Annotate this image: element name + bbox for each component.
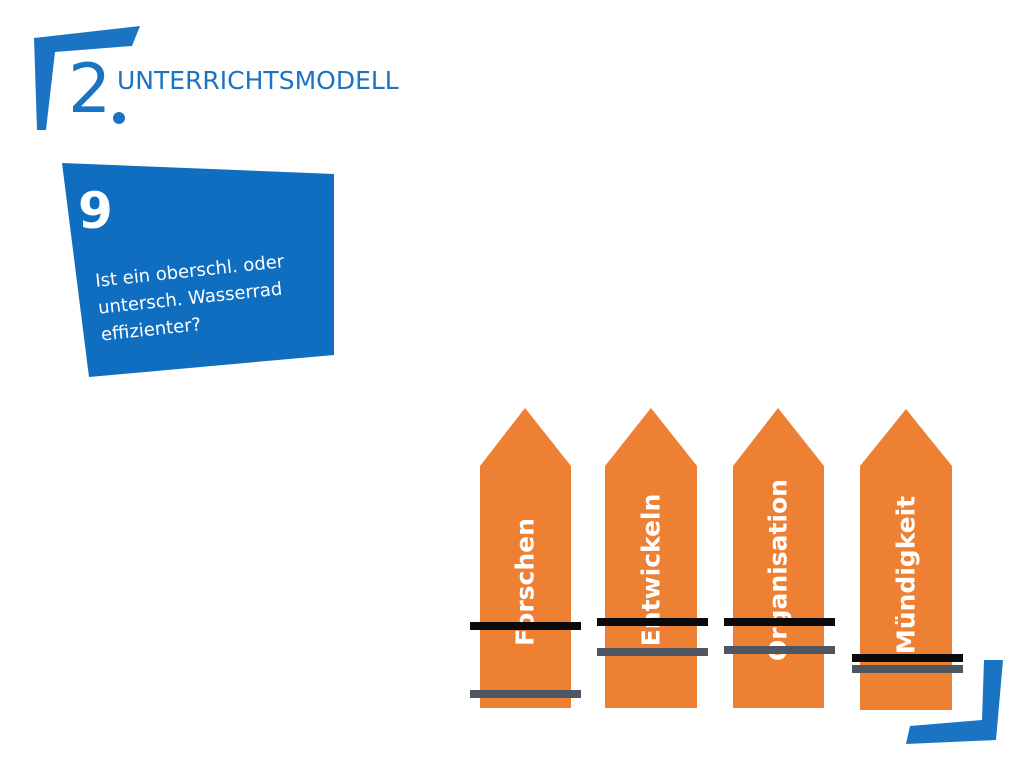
- section-number: 2: [68, 50, 112, 129]
- rail-gray: [724, 646, 835, 654]
- rail-gray: [470, 690, 581, 698]
- card-number: 9: [78, 182, 113, 240]
- picket-entwickeln: [605, 408, 697, 708]
- rail-black: [724, 618, 835, 626]
- rail-gray: [852, 665, 963, 673]
- rail-black: [470, 622, 581, 630]
- picket-muendigkeit: [860, 409, 952, 710]
- section-title: UNTERRICHTSMODELL: [117, 66, 399, 95]
- bottom-right-bracket: [906, 660, 1003, 744]
- picket-organisation: [733, 408, 824, 708]
- rail-gray: [597, 648, 708, 656]
- question-card-bg: [62, 163, 334, 377]
- picket-forschen: [480, 408, 571, 708]
- rail-black: [852, 654, 963, 662]
- top-left-bracket: [34, 26, 140, 130]
- section-number-dot: [113, 112, 125, 124]
- rail-black: [597, 618, 708, 626]
